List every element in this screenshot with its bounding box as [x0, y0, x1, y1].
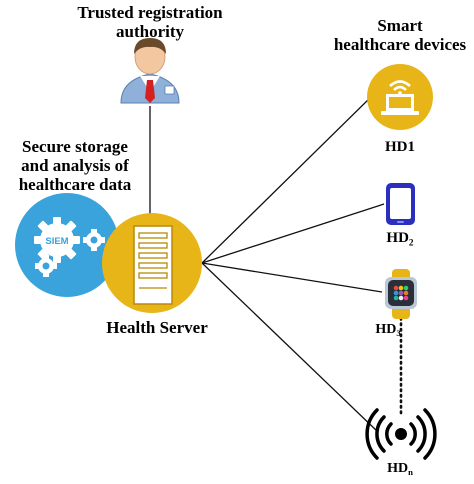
hd1-label: HD1 — [385, 139, 415, 155]
storage-label: Secure storage and analysis of healthcar… — [2, 137, 148, 194]
connection-lines — [149, 95, 403, 433]
server-icon — [102, 213, 202, 313]
hd2-label-sub: 2 — [408, 238, 414, 249]
authority-label-line1: Trusted registration — [77, 3, 223, 22]
hdn-label-base: HD — [387, 461, 409, 476]
hd3-label-base: HD — [375, 322, 397, 337]
laptop-wifi-icon — [367, 64, 433, 130]
devices-header-line2: healthcare devices — [333, 35, 467, 55]
devices-header: Smart healthcare devices — [330, 16, 470, 54]
link-server-hd1 — [201, 95, 373, 264]
siem-text: SIEM — [45, 236, 68, 247]
hd3-label: HD3 — [358, 322, 418, 338]
hdn-label-sub: n — [408, 467, 413, 478]
authority-label: Trusted registration authority — [40, 3, 260, 41]
link-server-hd2 — [201, 203, 385, 264]
authority-label-line2: authority — [116, 22, 184, 42]
link-server-hd3 — [201, 262, 383, 293]
smartphone-icon — [386, 183, 415, 225]
wireless-signal-icon — [365, 408, 437, 460]
link-server-hdn — [201, 262, 379, 433]
hd3-label-sub: 3 — [396, 328, 401, 339]
hd2-label: HD2 — [370, 230, 430, 249]
health-server-label: Health Server — [106, 318, 208, 337]
hdn-label: HDn — [370, 461, 430, 477]
gears-icon: SIEM — [15, 193, 119, 297]
user-tie-icon — [120, 38, 180, 104]
storage-label-line1: Secure storage — [22, 137, 128, 156]
storage-label-line3: healthcare data — [18, 175, 132, 195]
storage-label-line2: and analysis of — [21, 156, 129, 176]
devices-header-line1: Smart — [377, 16, 423, 35]
hd2-label-base: HD — [386, 230, 409, 246]
smartwatch-icon — [385, 269, 417, 319]
